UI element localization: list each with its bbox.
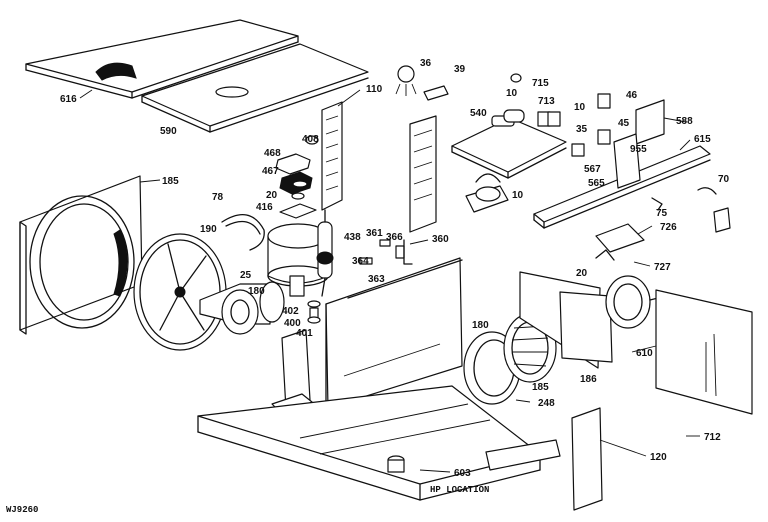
switch-46 <box>597 93 611 109</box>
mounting-grommets <box>307 300 321 324</box>
label-603: 603 <box>454 468 471 479</box>
label-364: 364 <box>352 256 369 267</box>
label-955: 955 <box>630 144 647 155</box>
retaining-clip-78 <box>221 214 265 251</box>
relay-713 <box>537 111 561 127</box>
label-110: 110 <box>366 84 383 95</box>
cord-70 <box>697 187 731 233</box>
relay-45 <box>597 129 611 145</box>
compressor-bracket <box>271 329 313 415</box>
label-610: 610 <box>636 348 653 359</box>
label-361: 361 <box>366 228 383 239</box>
label-185a: 185 <box>162 176 179 187</box>
rear-shroud-185 <box>19 175 143 335</box>
label-185b: 185 <box>532 382 549 393</box>
label-78: 78 <box>212 192 224 203</box>
bracket-955 <box>613 133 641 189</box>
label-401: 401 <box>296 328 313 339</box>
accumulator-438 <box>316 209 334 297</box>
label-402: 402 <box>282 306 299 317</box>
label-416: 416 <box>256 202 273 213</box>
label-567: 567 <box>584 164 601 175</box>
partition-bar-110 <box>321 101 343 211</box>
label-408: 408 <box>302 134 319 145</box>
label-25: 25 <box>240 270 252 281</box>
label-468: 468 <box>264 148 281 159</box>
capacitor-10-top <box>503 109 525 123</box>
control-panel-540 <box>451 115 567 179</box>
label-10a: 10 <box>506 88 518 99</box>
side-panel-610 <box>655 289 753 415</box>
label-120: 120 <box>650 452 667 463</box>
label-360: 360 <box>432 234 449 245</box>
label-35: 35 <box>576 124 588 135</box>
label-590: 590 <box>160 126 177 137</box>
label-366: 366 <box>386 232 403 243</box>
label-248: 248 <box>538 398 555 409</box>
label-438: 438 <box>344 232 361 243</box>
label-727: 727 <box>654 262 671 273</box>
switch-35 <box>571 143 585 157</box>
fitting-715 <box>510 73 522 83</box>
label-713: 713 <box>538 96 555 107</box>
label-75: 75 <box>656 208 668 219</box>
label-36: 36 <box>420 58 432 69</box>
drawing-code: WJ9260 <box>6 505 38 515</box>
cover-588 <box>635 99 665 145</box>
bracket-726 <box>595 223 645 261</box>
compressor <box>267 223 329 297</box>
label-190: 190 <box>200 224 217 235</box>
label-70: 70 <box>718 174 730 185</box>
label-10c: 10 <box>512 190 524 201</box>
label-616: 616 <box>60 94 77 105</box>
label-186: 186 <box>580 374 597 385</box>
label-10b: 10 <box>574 102 586 113</box>
label-726: 726 <box>660 222 677 233</box>
label-400: 400 <box>284 318 301 329</box>
top-panel-590 <box>141 43 369 133</box>
part-labels: 616 590 110 36 39 715 10 713 10 46 540 3… <box>6 58 730 515</box>
label-363: 363 <box>368 274 385 285</box>
top-cover-616 <box>25 19 299 99</box>
control-wall <box>409 115 437 233</box>
leader-lines <box>79 89 700 473</box>
label-45: 45 <box>618 118 630 129</box>
motor-mount-parts <box>275 135 319 219</box>
hp-location-note: HP LOCATION <box>430 485 489 495</box>
fan-blade-190 <box>133 233 227 351</box>
rail-120 <box>485 407 603 511</box>
blower-assembly <box>463 271 667 405</box>
label-715: 715 <box>532 78 549 89</box>
capacitor-10 <box>465 173 509 213</box>
fan-motor-25 <box>199 281 285 335</box>
label-467: 467 <box>262 166 279 177</box>
label-20b: 20 <box>576 268 588 279</box>
thermostat-36 <box>395 65 417 96</box>
label-180b: 180 <box>472 320 489 331</box>
label-180a: 180 <box>248 286 265 297</box>
control-components <box>359 239 413 265</box>
clip-75 <box>651 197 663 211</box>
label-46: 46 <box>626 90 638 101</box>
label-540: 540 <box>470 108 487 119</box>
label-565: 565 <box>588 178 605 189</box>
label-615: 615 <box>694 134 711 145</box>
bracket-39 <box>423 85 449 101</box>
label-39: 39 <box>454 64 466 75</box>
label-712: 712 <box>704 432 721 443</box>
label-20a: 20 <box>266 190 278 201</box>
